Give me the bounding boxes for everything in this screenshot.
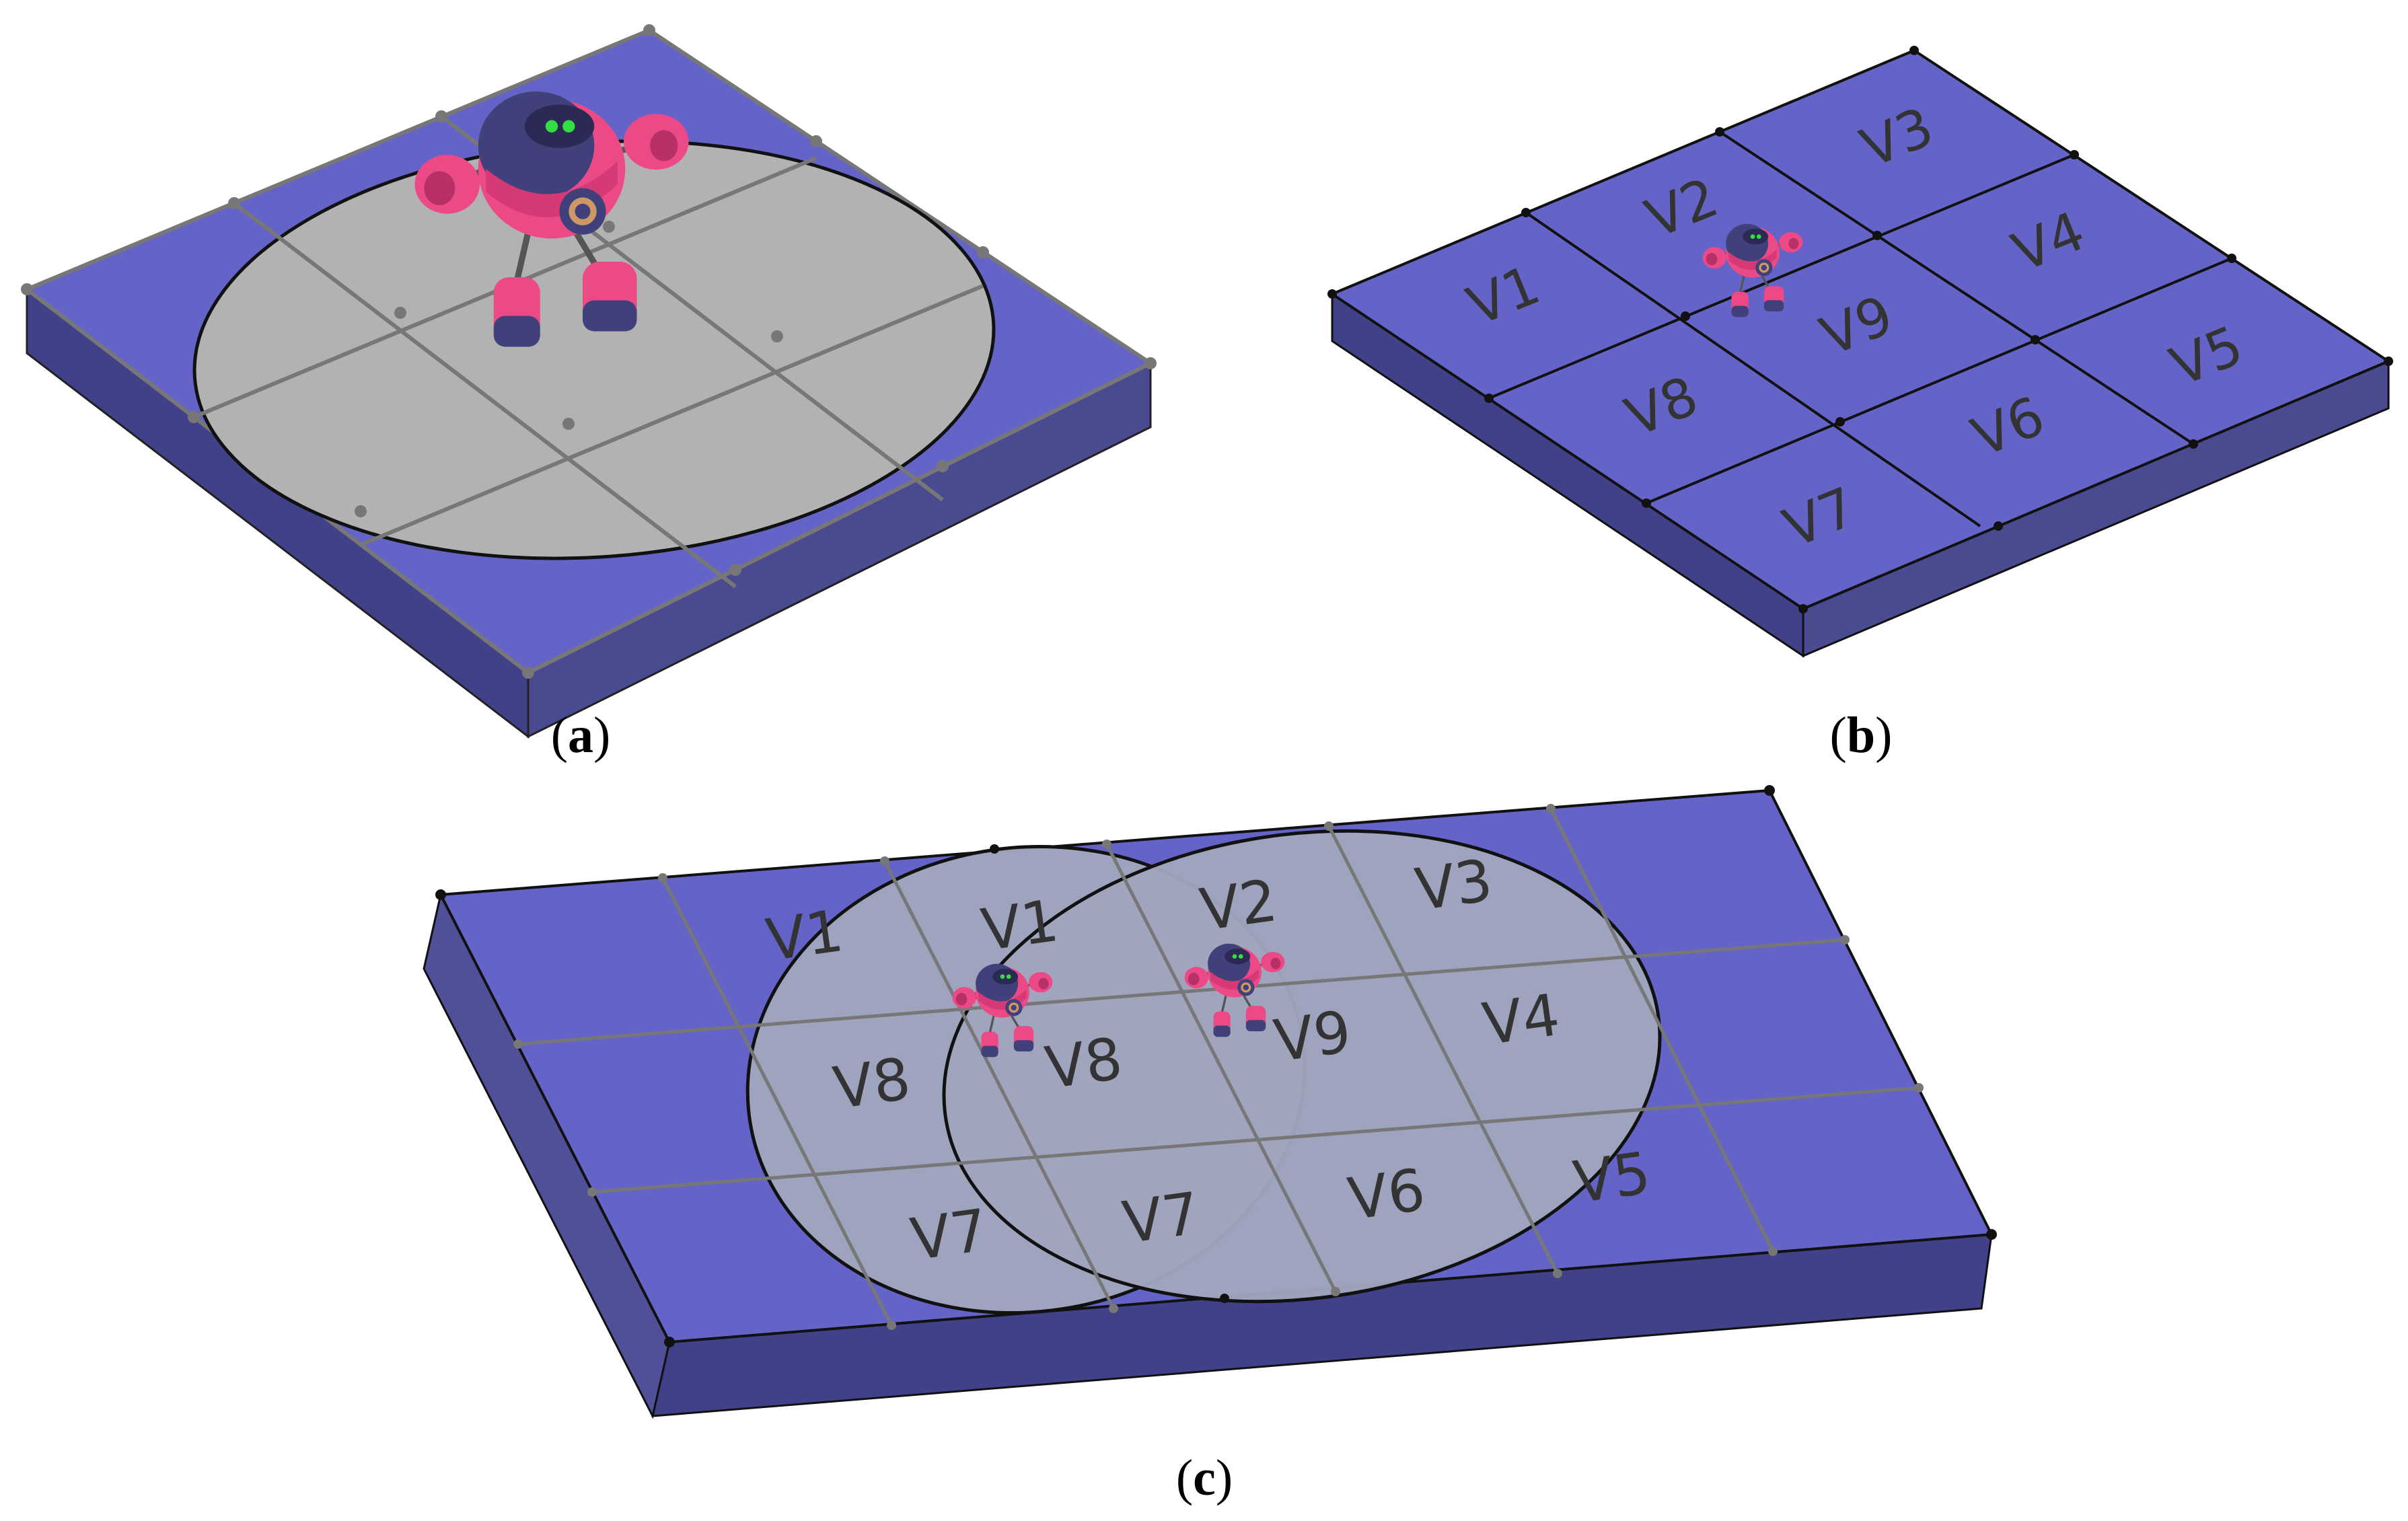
cell-label-c-v4: V4 [1479,981,1564,1059]
cell-label-c-v1-right: V1 [978,887,1062,965]
cell-label-c-v7-right: V7 [1119,1180,1204,1257]
cell-label-c-v3: V3 [1412,847,1496,924]
panel-a: (a) [21,24,1157,764]
cell-label-c-v6: V6 [1344,1156,1429,1234]
caption-b: (b) [1830,707,1893,764]
vertices-b [1327,46,2393,614]
grid-b [1488,131,2232,527]
cell-label-c-v5: V5 [1570,1140,1654,1217]
cell-label-c-v1-left: V1 [762,897,847,975]
cell-label-c-v8-right: V8 [1042,1025,1126,1103]
cell-label-c-v2: V2 [1196,867,1281,944]
circle-areas-c [745,829,1662,1314]
caption-c: (c) [1176,1450,1233,1506]
panel-c: V1 V1 V2 V3 V8 V8 V9 V4 V7 V7 V6 V5 (c) [423,785,1997,1506]
cell-label-c-v7-left: V7 [907,1197,992,1274]
vertices-c [435,785,1997,1347]
caption-a: (a) [551,707,611,764]
panel-b: V1 V2 V3 V4 V5 V6 V7 V8 V9 (b) [1327,46,2393,764]
cell-label-c-v9: V9 [1270,998,1355,1076]
cell-label-c-v8-left: V8 [830,1045,914,1123]
grid-c [517,807,1920,1327]
vertices-a [21,24,1157,679]
